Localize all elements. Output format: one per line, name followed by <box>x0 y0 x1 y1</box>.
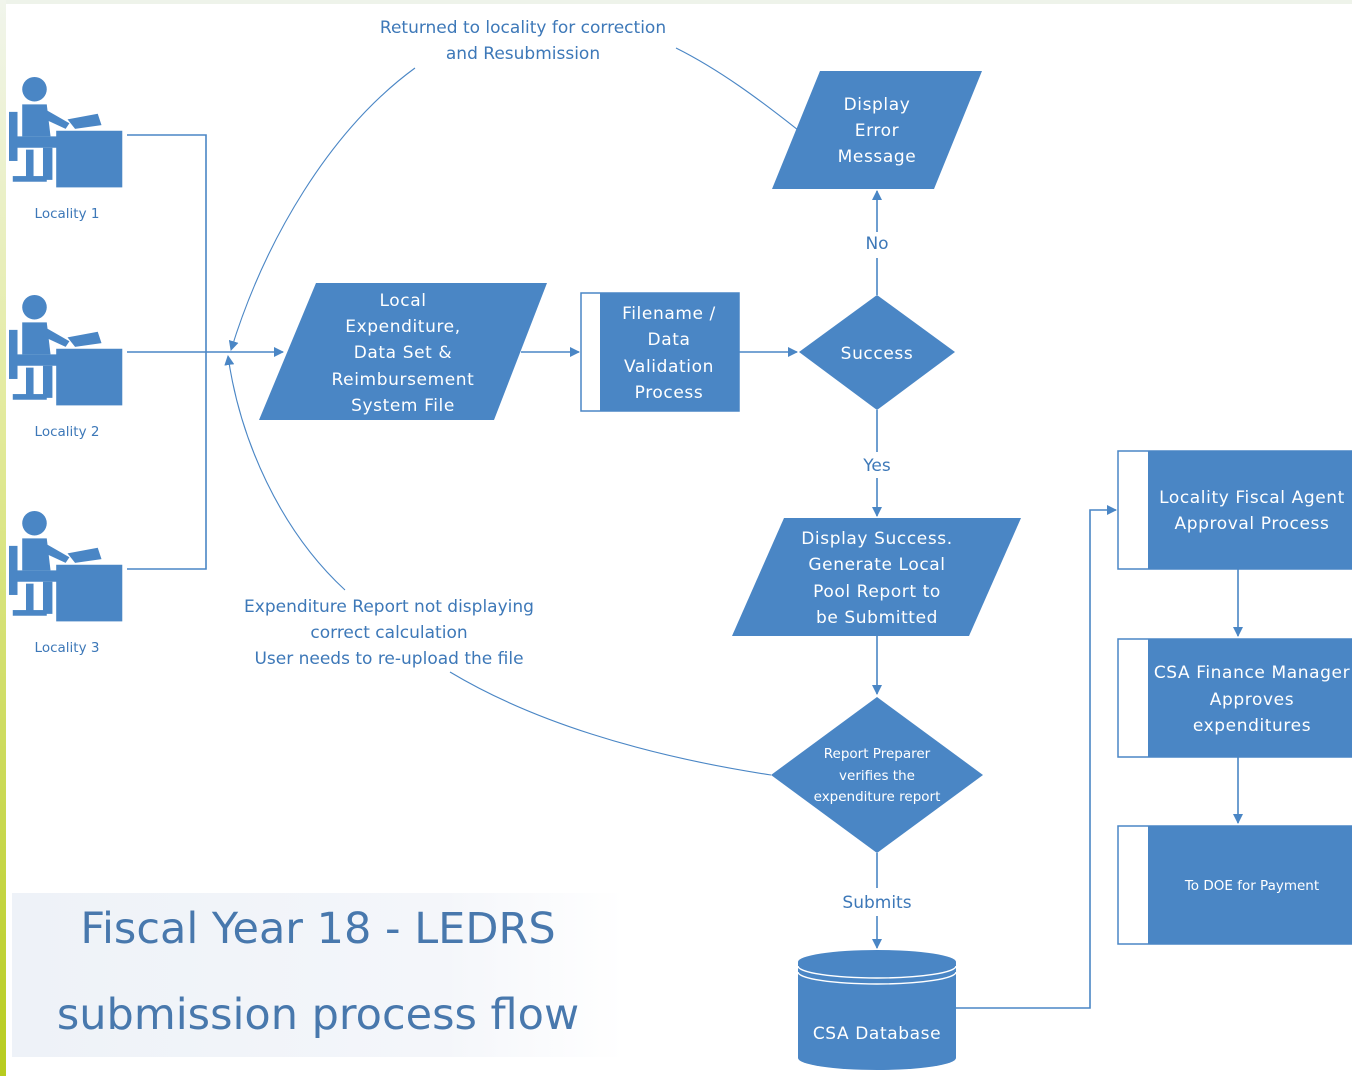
finance-manager-line-1: CSA Finance Manager <box>1154 663 1350 683</box>
success-diamond <box>799 295 955 410</box>
no-label: No <box>865 234 888 254</box>
submits-label: Submits <box>842 893 911 913</box>
top-band <box>0 0 1352 4</box>
local-file-line-4: Reimbursement <box>332 370 475 390</box>
report-preparer-line-2: verifies the <box>839 768 915 784</box>
error-shape <box>772 71 982 189</box>
finance-manager-line-2: Approves <box>1210 690 1294 710</box>
csa-database-label: CSA Database <box>813 1024 941 1044</box>
locality-1: Locality 1 <box>9 76 123 222</box>
doe-payment-node: To DOE for Payment <box>1117 825 1352 945</box>
returned-annotation-line-1: Returned to locality for correction <box>380 18 666 38</box>
local-file-line-1: Local <box>379 291 426 311</box>
accent-bar <box>0 0 6 1076</box>
local-file-line-2: Expenditure, <box>345 317 460 337</box>
user-at-desk-icon <box>9 76 123 188</box>
display-success-shape <box>732 518 1021 636</box>
validation-line-2: Data <box>648 330 691 350</box>
user-at-desk-icon <box>9 510 123 622</box>
csa-database-node: CSA Database <box>797 950 957 1070</box>
report-preparer-decision: Report Preparer verifies the expenditure… <box>771 697 983 853</box>
validation-line-4: Process <box>635 383 704 403</box>
finance-manager-node: CSA Finance Manager Approves expenditure… <box>1117 638 1352 758</box>
locality-3: Locality 3 <box>9 510 123 656</box>
reupload-annotation-line-1: Expenditure Report not displaying <box>244 597 534 617</box>
report-preparer-diamond <box>771 697 983 853</box>
display-success-line-4: be Submitted <box>816 608 938 628</box>
returned-annotation-line-2: and Resubmission <box>446 44 600 64</box>
local-file-line-5: System File <box>351 396 455 416</box>
locality-2-label: Locality 2 <box>35 424 100 440</box>
display-success-line-3: Pool Report to <box>813 582 941 602</box>
error-node: Display Error Message <box>772 71 982 189</box>
error-line-1: Display <box>844 95 911 115</box>
user-at-desk-icon <box>9 294 123 406</box>
doe-payment-shape <box>1148 826 1352 944</box>
local-file-line-3: Data Set & <box>354 343 453 363</box>
fiscal-agent-shape <box>1148 451 1352 569</box>
return-curve-right <box>675 47 799 131</box>
connector-to-fiscal-agent <box>956 505 1117 1009</box>
success-label: Success <box>841 344 914 364</box>
connector-locality-1 <box>127 134 207 352</box>
local-file-shape <box>259 283 547 420</box>
fiscal-agent-line-2: Approval Process <box>1175 514 1330 534</box>
title-line-1: Fiscal Year 18 - LEDRS <box>80 904 556 954</box>
error-line-3: Message <box>838 147 917 167</box>
error-line-2: Error <box>855 121 899 141</box>
reupload-annotation-line-2: correct calculation <box>310 623 467 643</box>
return-curve-left <box>228 67 416 351</box>
display-success-line-1: Display Success. <box>801 529 953 549</box>
validation-line-3: Validation <box>624 357 714 377</box>
finance-manager-shape <box>1148 639 1352 757</box>
validation-line-1: Filename / <box>622 304 716 324</box>
display-success-node: Display Success. Generate Local Pool Rep… <box>732 518 1021 636</box>
report-preparer-line-3: expenditure report <box>814 789 941 805</box>
display-success-line-2: Generate Local <box>808 555 945 575</box>
reupload-annotation-line-3: User needs to re-upload the file <box>254 649 523 669</box>
success-decision: Success <box>799 295 955 410</box>
database-icon <box>798 950 956 974</box>
reupload-curve-left <box>224 355 346 591</box>
fiscal-agent-line-1: Locality Fiscal Agent <box>1159 488 1345 508</box>
fiscal-agent-node: Locality Fiscal Agent Approval Process <box>1117 450 1352 570</box>
finance-manager-line-3: expenditures <box>1193 716 1311 736</box>
title-panel <box>12 893 624 1057</box>
locality-2: Locality 2 <box>9 294 123 440</box>
validation-node: Filename / Data Validation Process <box>580 292 740 412</box>
locality-3-label: Locality 3 <box>35 640 100 656</box>
locality-1-label: Locality 1 <box>35 206 100 222</box>
report-preparer-line-1: Report Preparer <box>824 746 931 762</box>
validation-shape <box>600 293 739 411</box>
connector-locality-3 <box>127 352 207 570</box>
local-file-node: Local Expenditure, Data Set & Reimbursem… <box>259 283 547 420</box>
doe-payment-label: To DOE for Payment <box>1184 878 1319 894</box>
reupload-curve-right <box>449 671 772 776</box>
title-line-2: submission process flow <box>56 990 580 1040</box>
yes-label: Yes <box>862 456 891 476</box>
